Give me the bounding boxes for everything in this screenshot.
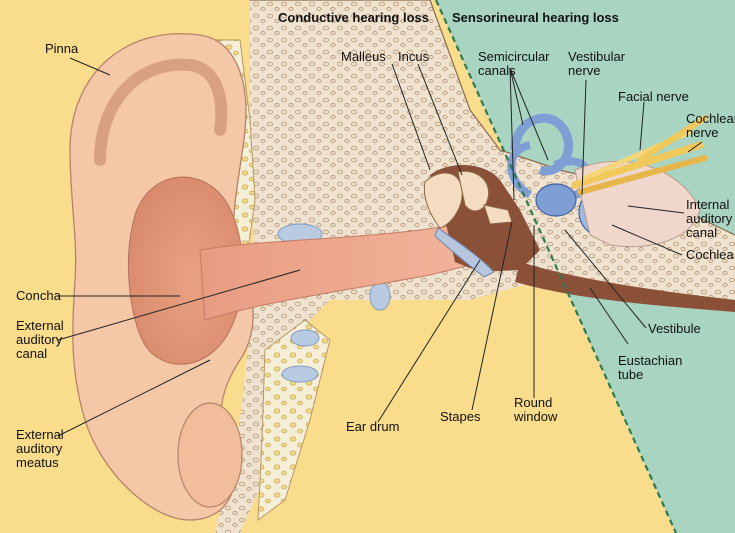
label-vestibular-line-2: nerve <box>568 64 625 78</box>
label-internal-line-2: auditory <box>686 212 732 226</box>
label-eustachian-line-1: Eustachian <box>618 354 682 368</box>
label-external-meatus-line-3: meatus <box>16 456 64 470</box>
conductive-header: Conductive hearing loss <box>278 10 429 25</box>
label-concha: Concha <box>16 289 61 303</box>
label-eustachian-tube: Eustachian tube <box>618 354 682 382</box>
label-external-canal-line-3: canal <box>16 347 64 361</box>
label-facial-nerve: Facial nerve <box>618 90 689 104</box>
sensorineural-header: Sensorineural hearing loss <box>452 10 619 25</box>
label-internal-line-1: Internal <box>686 198 732 212</box>
label-internal-auditory-canal: Internal auditory canal <box>686 198 732 240</box>
label-ear-drum: Ear drum <box>346 420 399 434</box>
label-internal-line-3: canal <box>686 226 732 240</box>
label-incus: Incus <box>398 50 429 64</box>
label-round-window-line-1: Round <box>514 396 557 410</box>
label-external-canal-line-1: External <box>16 319 64 333</box>
label-round-window: Round window <box>514 396 557 424</box>
label-malleus: Malleus <box>341 50 386 64</box>
label-vestibule: Vestibule <box>648 322 701 336</box>
label-cochlear-nerve-line-2: nerve <box>686 126 735 140</box>
label-cochlear-nerve-line-1: Cochlear <box>686 112 735 126</box>
label-cochlea: Cochlea <box>686 248 734 262</box>
label-stapes: Stapes <box>440 410 480 424</box>
label-semicircular-line-2: canals <box>478 64 550 78</box>
label-external-meatus-line-2: auditory <box>16 442 64 456</box>
label-round-window-line-2: window <box>514 410 557 424</box>
label-semicircular-canals: Semicircular canals <box>478 50 550 78</box>
label-semicircular-line-1: Semicircular <box>478 50 550 64</box>
label-cochlear-nerve: Cochlear nerve <box>686 112 735 140</box>
label-eustachian-line-2: tube <box>618 368 682 382</box>
label-external-auditory-meatus: External auditory meatus <box>16 428 64 470</box>
label-external-canal-line-2: auditory <box>16 333 64 347</box>
label-external-auditory-canal: External auditory canal <box>16 319 64 361</box>
label-pinna: Pinna <box>45 42 78 56</box>
label-external-meatus-line-1: External <box>16 428 64 442</box>
label-vestibular-nerve: Vestibular nerve <box>568 50 625 78</box>
label-vestibular-line-1: Vestibular <box>568 50 625 64</box>
